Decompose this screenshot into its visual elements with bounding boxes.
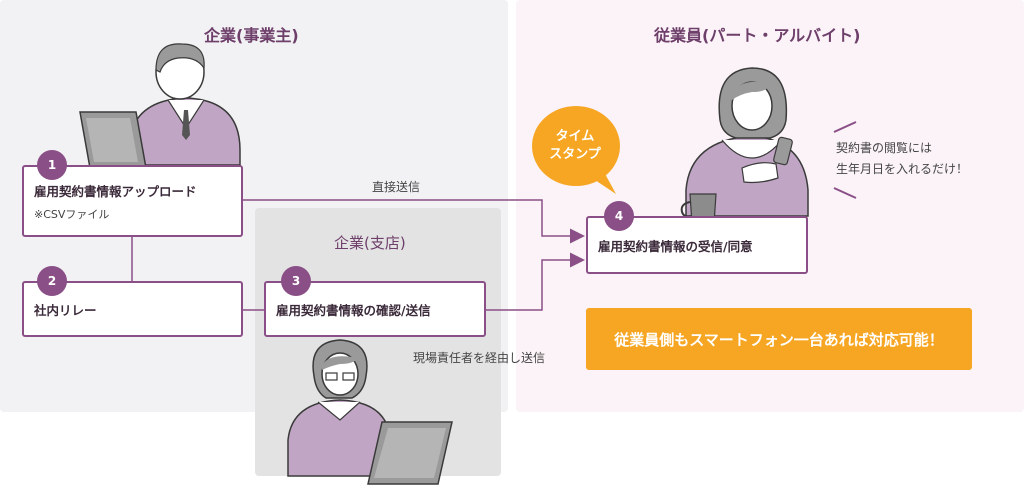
step-1-label: 雇用契約書情報アップロード (34, 183, 197, 199)
connector-3-4 (486, 252, 585, 311)
edge-label-direct: 直接送信 (372, 180, 421, 194)
employee-person-icon (685, 67, 809, 217)
step-3-number: 3 (281, 266, 311, 296)
step-1-number: 1 (37, 150, 67, 180)
edge-label-via-manager: 現場責任者を経由し送信 (413, 351, 546, 365)
flow-connectors (131, 199, 585, 311)
laptop-icon (79, 111, 147, 169)
employee-title: 従業員(パート・アルバイト) (654, 26, 861, 45)
smartphone-icon (773, 136, 793, 166)
employee-note: 契約書の閲覧には 生年月日を入れるだけ！ (836, 138, 968, 180)
speech-bubble-icon (532, 106, 620, 194)
branch-person-icon (287, 339, 391, 477)
note-dashes (833, 121, 857, 199)
step-2-number: 2 (37, 266, 67, 296)
employer-title: 企業(事業主) (204, 26, 299, 45)
note-line-2: 生年月日を入れるだけ！ (836, 162, 969, 176)
employer-person-icon (127, 43, 241, 166)
step-1-note: ※CSVファイル (34, 207, 110, 221)
step-2-label: 社内リレー (34, 302, 97, 318)
timestamp-bubble-text: タイム スタンプ (530, 128, 620, 164)
branch-title: 企業(支店) (334, 234, 406, 252)
branch-laptop-icon (367, 421, 453, 485)
bubble-line-2: スタンプ (549, 147, 601, 162)
bubble-line-1: タイム (555, 129, 595, 144)
step-4-number: 4 (604, 201, 634, 231)
connector-1-4 (242, 199, 585, 244)
note-line-1: 契約書の閲覧には (836, 141, 933, 155)
step-3-label: 雇用契約書情報の確認/送信 (276, 302, 431, 318)
step-4-label: 雇用契約書情報の受信/同意 (598, 238, 753, 254)
smartphone-callout: 従業員側もスマートフォン一台あれば対応可能！ (586, 308, 972, 370)
